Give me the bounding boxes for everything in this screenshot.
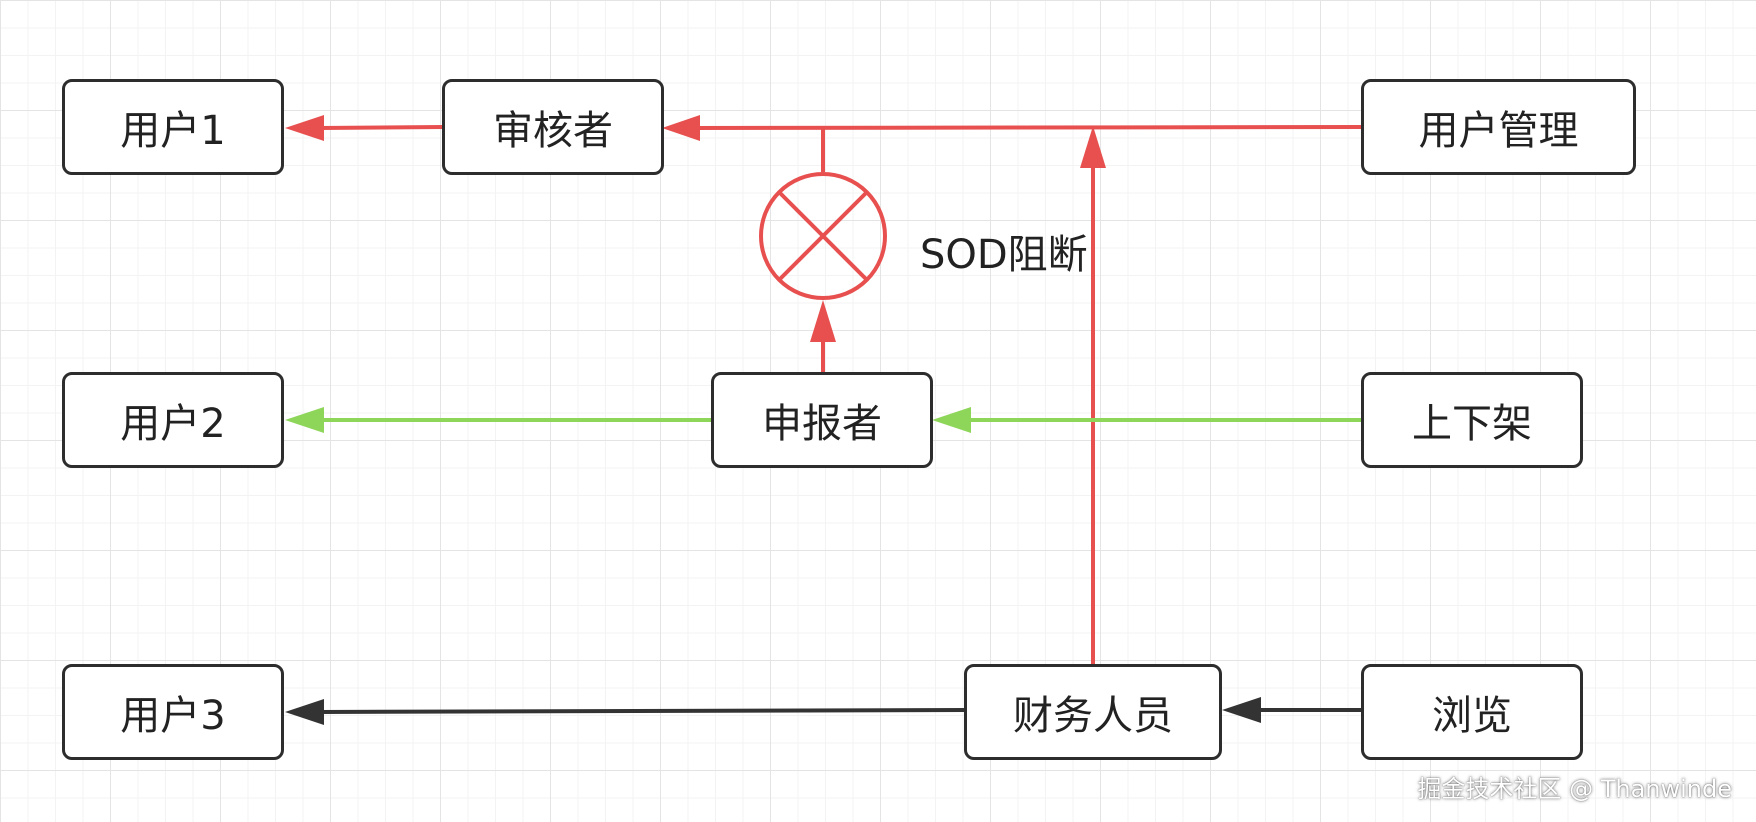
edge-shelf-to-reporter	[932, 407, 1362, 433]
node-reporter: 申报者	[711, 372, 933, 468]
sod-block-icon	[759, 172, 887, 300]
node-auditor: 审核者	[442, 79, 664, 175]
node-finance: 财务人员	[964, 664, 1222, 760]
node-user3: 用户3	[62, 664, 284, 760]
node-shelf: 上下架	[1361, 372, 1583, 468]
edge-browse-to-finance	[1222, 697, 1362, 723]
node-user2: 用户2	[62, 372, 284, 468]
edge-finance-to-user3	[285, 699, 966, 725]
node-browse: 浏览	[1361, 664, 1583, 760]
edge-auditor-to-user1	[285, 115, 444, 141]
watermark: 掘金技术社区 @ Thanwinde	[1417, 775, 1732, 803]
sod-label: SOD阻断	[920, 232, 1088, 278]
edge-reporter-to-auditor-blocked	[810, 128, 836, 372]
edge-finance-to-auditor-line	[1080, 126, 1106, 665]
edge-user-mgmt-to-auditor	[662, 115, 1363, 141]
edge-reporter-to-user2	[285, 407, 712, 433]
node-user1: 用户1	[62, 79, 284, 175]
node-user-mgmt: 用户管理	[1361, 79, 1636, 175]
